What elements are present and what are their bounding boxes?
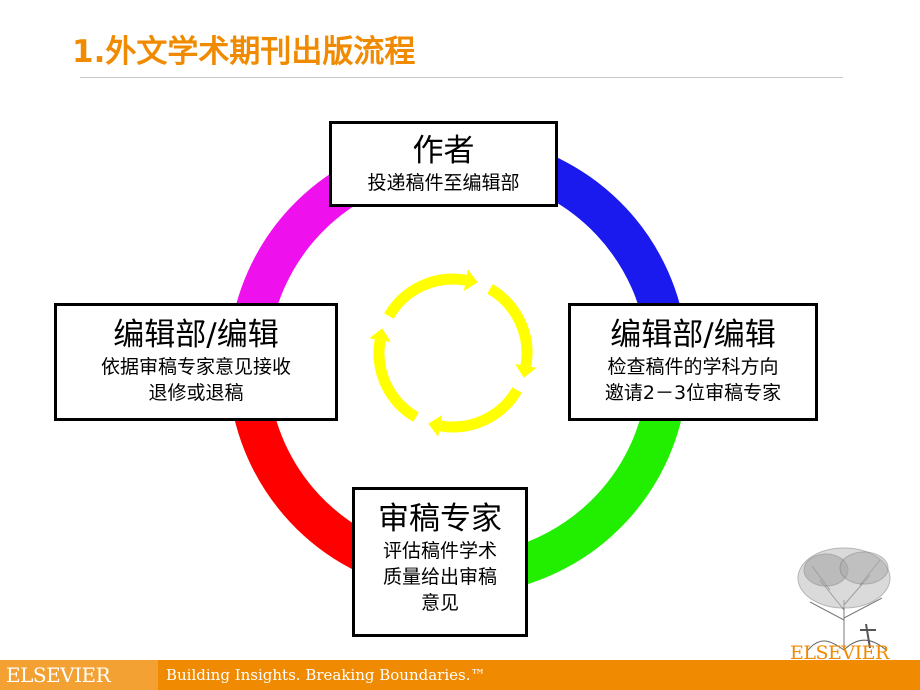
- node-reviewer-text: 评估稿件学术 质量给出审稿 意见: [382, 540, 497, 614]
- corner-logo-wordmark: ELSEVIER: [790, 642, 889, 660]
- inner-arrow-right-head: [515, 363, 537, 378]
- inner-cycle-arrows: [369, 269, 537, 437]
- node-editor-decide: 编辑部/编辑 依据审稿专家意见接收 退修或退稿: [54, 303, 338, 421]
- node-editor-decide-title: 编辑部/编辑: [113, 317, 279, 353]
- node-editor-decide-text: 依据审稿专家意见接收 退修或退稿: [100, 356, 291, 404]
- title-divider: [80, 77, 843, 78]
- footer-logo: ELSEVIER: [0, 660, 158, 690]
- inner-arrow-bottom-head: [428, 415, 443, 437]
- arc-editor-to-reviewer: [490, 384, 687, 592]
- footer-slogan: Building Insights. Breaking Boundaries.™: [166, 666, 486, 684]
- inner-arrow-bottom: [439, 387, 522, 433]
- node-editor-check-title: 编辑部/编辑: [610, 317, 776, 353]
- inner-arrow-left-head: [369, 328, 391, 343]
- node-reviewer-title: 审稿专家: [378, 501, 502, 537]
- node-author-text: 投递稿件至编辑部: [367, 172, 520, 194]
- inner-arrow-right: [487, 284, 533, 367]
- inner-arrow-top-head: [463, 269, 478, 291]
- elsevier-tree-logo-icon: [790, 540, 898, 660]
- inner-arrow-top: [384, 273, 467, 319]
- inner-arrow-left: [373, 339, 419, 422]
- page-title: 1.外文学术期刊出版流程: [72, 34, 416, 70]
- node-reviewer: 审稿专家 评估稿件学术 质量给出审稿 意见: [352, 487, 528, 637]
- node-author-title: 作者: [412, 133, 475, 169]
- node-editor-check: 编辑部/编辑 检查稿件的学科方向 邀请2－3位审稿专家: [568, 303, 818, 421]
- node-editor-check-text: 检查稿件的学科方向 邀请2－3位审稿专家: [604, 356, 782, 404]
- node-author: 作者 投递稿件至编辑部: [329, 121, 558, 207]
